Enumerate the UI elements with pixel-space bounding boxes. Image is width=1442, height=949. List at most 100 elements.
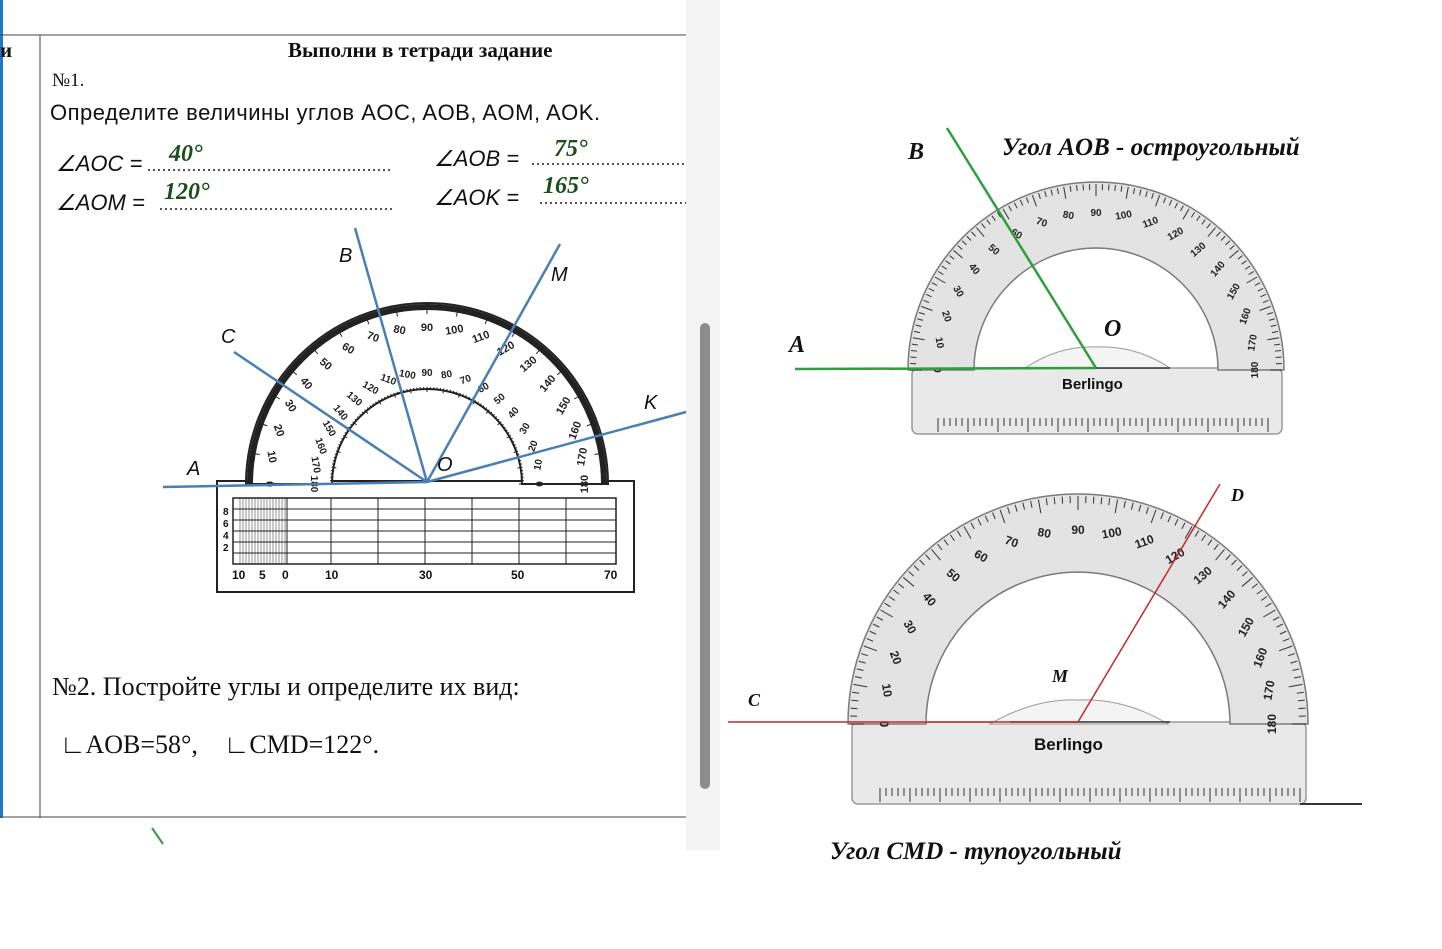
fig3-scale-number: 10	[879, 683, 895, 699]
fig2-tick	[911, 343, 918, 346]
fig2-scale-number: 170	[1246, 333, 1260, 352]
fig1-label-b: B	[339, 245, 353, 267]
fig1-outer-scale-number: 60	[340, 341, 357, 358]
fig3-scale-number: 70	[1003, 533, 1021, 551]
fig3-tick	[876, 616, 884, 621]
fig1-outer-tick	[518, 331, 523, 337]
fig2-tick	[1114, 184, 1116, 192]
fig3-tick	[1241, 571, 1248, 577]
fig1-outer-tick	[254, 434, 260, 437]
fig1-outer-tick	[263, 410, 269, 414]
protractor-arc-2	[907, 181, 1285, 371]
fig1-inner-tick	[512, 444, 516, 447]
fig2-tick	[1038, 192, 1041, 199]
fig1-inner-tick	[332, 460, 336, 462]
window-left-edge	[0, 0, 3, 818]
fig3-tick	[950, 534, 955, 542]
fig3-tick	[992, 512, 996, 520]
fig1-inner-tick	[518, 463, 522, 465]
fig1-label-o: O	[437, 454, 453, 476]
fig2-tick	[921, 305, 933, 311]
fig1-inner-tick	[403, 389, 405, 393]
fig3-label-m: M	[1052, 666, 1069, 686]
vertical-scrollbar[interactable]	[700, 323, 710, 789]
fig1-outer-tick	[502, 322, 506, 328]
fig2-tick	[1216, 231, 1221, 237]
fig3-tick	[884, 602, 891, 608]
ray-ob	[353, 227, 429, 483]
fig3-tick	[1263, 609, 1276, 618]
fig2-scale-number: 110	[1141, 215, 1160, 231]
fig2-tick	[1225, 240, 1231, 246]
fig1-inner-scale-number: 0	[535, 481, 546, 487]
fig1-inner-tick	[497, 421, 502, 426]
fig3-tick	[1184, 526, 1193, 539]
fig1-inner-tick	[504, 429, 508, 432]
fig1-inner-scale-number: 170	[308, 456, 322, 475]
fig2-scale-number: 80	[1062, 209, 1075, 222]
fig1-outer-tick	[342, 325, 346, 331]
fig1-outer-tick	[599, 464, 606, 467]
fig3-tick	[1145, 507, 1149, 514]
fig3-tick	[1007, 507, 1011, 514]
fig1-inner-tick	[378, 399, 382, 405]
fig2-tick	[1207, 227, 1216, 238]
fig1-inner-tick	[381, 398, 384, 402]
ruler-mark-70: 70	[604, 568, 618, 582]
fig1-outer-tick	[248, 464, 255, 467]
stray-green-stroke	[151, 827, 164, 845]
fig1-outer-tick	[383, 310, 386, 316]
fig2-tick	[1050, 189, 1053, 196]
fig1-outer-tick	[285, 373, 291, 378]
fig1-outer-tick	[580, 399, 586, 403]
fig3-tick	[1241, 577, 1253, 587]
fig1-outer-tick	[574, 388, 580, 393]
fig3-label-c: C	[748, 690, 761, 710]
fig1-outer-tick	[573, 394, 583, 400]
fig1-outer-tick	[326, 335, 331, 341]
fig1-inner-tick	[446, 389, 448, 393]
fig3-tick	[999, 509, 1006, 524]
fig1-outer-tick	[456, 307, 459, 317]
fig3-tick	[888, 596, 896, 601]
fig3-tick	[853, 683, 868, 688]
fig2-tick	[1274, 350, 1282, 352]
fig2-tick	[931, 282, 938, 286]
fig2-tick	[1069, 185, 1072, 192]
fig1-inner-scale-number: 20	[527, 439, 541, 454]
center-window-2	[1023, 346, 1172, 369]
fig1-inner-tick	[334, 453, 338, 456]
fig1-outer-tick	[555, 363, 561, 368]
fig3-tick	[1294, 676, 1302, 679]
fig1-outer-tick	[306, 350, 311, 356]
fig1-outer-tick	[484, 315, 489, 325]
fig1-outer-tick	[258, 422, 268, 427]
green-ray-ob	[945, 127, 1098, 369]
fig3-tick	[1194, 530, 1200, 537]
fig2-tick	[917, 318, 924, 321]
fig2-tick	[986, 219, 991, 225]
fig3-tick	[1225, 554, 1231, 561]
fig1-inner-tick	[494, 416, 498, 420]
fig2-tick	[971, 231, 976, 237]
fig1-outer-tick	[407, 305, 410, 312]
fig1-inner-tick	[449, 389, 451, 393]
fig1-outer-scale-number: 160	[567, 420, 585, 441]
fig2-scale-number: 180	[1250, 361, 1261, 378]
fig1-outer-tick	[599, 458, 605, 461]
fig1-outer-tick	[585, 410, 591, 414]
fig3-tick	[1022, 502, 1026, 510]
fig2-tick	[1257, 288, 1264, 292]
fig3-scale-number: 160	[1250, 646, 1270, 670]
fig3-tick	[1231, 559, 1237, 566]
fig1-outer-scale-number: 30	[282, 398, 299, 415]
fig1-outer-tick	[556, 368, 565, 376]
fig1-inner-scale-number: 10	[532, 458, 545, 471]
fig2-scale-number: 0	[931, 367, 942, 373]
fig1-label-a: A	[187, 458, 201, 480]
fig1-inner-tick	[509, 438, 513, 441]
fig3-tick	[913, 565, 920, 571]
task1-question: Определите величины углов AOC, AOB, AOM,…	[50, 100, 601, 125]
fig1-outer-tick	[395, 307, 398, 317]
figure1-protractor: 0102030405060708090100110120130140150160…	[162, 227, 687, 593]
